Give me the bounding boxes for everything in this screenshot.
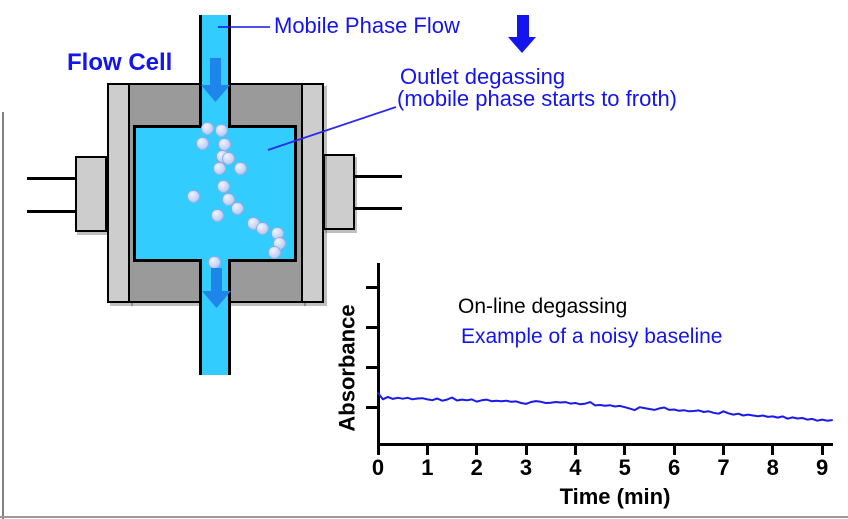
fitting-block-right xyxy=(323,154,355,230)
outlet-tube xyxy=(199,259,231,375)
x-tick-label: 5 xyxy=(618,455,631,480)
x-axis xyxy=(377,443,833,446)
bubble xyxy=(212,161,226,175)
y-tick xyxy=(366,326,377,329)
bubble xyxy=(233,161,247,175)
cell-housing-left xyxy=(107,83,130,303)
x-tick-label: 0 xyxy=(371,455,385,480)
bubble xyxy=(210,208,224,222)
flow-cell-label: Flow Cell xyxy=(67,49,173,76)
x-tick xyxy=(376,446,380,455)
bubble xyxy=(255,221,269,235)
tubing-line-right-lower xyxy=(354,207,402,210)
x-tick-label: 3 xyxy=(519,455,533,480)
outlet-degassing-line1: Outlet degassing xyxy=(400,64,566,89)
bubble xyxy=(221,192,235,206)
cell-housing-right xyxy=(301,83,324,303)
bubble xyxy=(207,255,221,269)
x-tick xyxy=(573,446,577,455)
x-axis-title: Time (min) xyxy=(559,484,671,509)
chart-annotation-blue: Example of a noisy baseline xyxy=(461,325,723,348)
x-tick-label: 4 xyxy=(569,455,582,480)
bubble xyxy=(217,137,231,151)
page-edge-bottom xyxy=(0,516,848,518)
inlet-tube xyxy=(199,15,231,128)
x-tick xyxy=(771,446,775,455)
mobile-phase-flow-label: Mobile Phase Flow xyxy=(274,13,460,38)
bubble xyxy=(267,245,281,259)
outlet-degassing-label: Outlet degassing (mobile phase starts to… xyxy=(397,66,677,110)
tubing-line-left-lower xyxy=(27,210,76,213)
y-axis-title: Absorbance xyxy=(334,304,360,432)
bubble xyxy=(230,201,244,215)
bubble xyxy=(186,189,200,203)
x-tick xyxy=(721,446,725,455)
y-axis xyxy=(377,263,380,446)
x-tick xyxy=(475,446,479,455)
bubble xyxy=(214,123,228,137)
fitting-block-left xyxy=(75,156,107,232)
noisy-baseline-trace xyxy=(377,392,833,422)
bubble xyxy=(195,136,209,150)
x-tick xyxy=(820,446,824,455)
page-edge-left xyxy=(2,112,4,519)
y-tick xyxy=(366,286,377,289)
tubing-line-left-upper xyxy=(27,177,76,180)
x-tick-label: 1 xyxy=(421,455,434,480)
x-tick-label: 8 xyxy=(766,455,779,480)
bubble xyxy=(200,121,214,135)
x-tick xyxy=(623,446,627,455)
x-tick xyxy=(524,446,528,455)
y-tick xyxy=(366,366,377,369)
outlet-degassing-line2: (mobile phase starts to froth) xyxy=(397,86,678,111)
bubble xyxy=(221,151,235,165)
x-tick-label: 2 xyxy=(470,455,483,480)
x-tick xyxy=(672,446,676,455)
mobile-phase-direction-arrow xyxy=(508,15,536,53)
x-tick xyxy=(425,446,429,455)
x-tick-label: 7 xyxy=(717,455,730,480)
tubing-line-right-upper xyxy=(354,175,402,178)
x-tick-label: 9 xyxy=(816,455,829,480)
bubble xyxy=(216,179,230,193)
chart-annotation-black: On-line degassing xyxy=(458,295,628,318)
x-tick-label: 6 xyxy=(667,455,681,480)
y-tick xyxy=(366,406,377,409)
